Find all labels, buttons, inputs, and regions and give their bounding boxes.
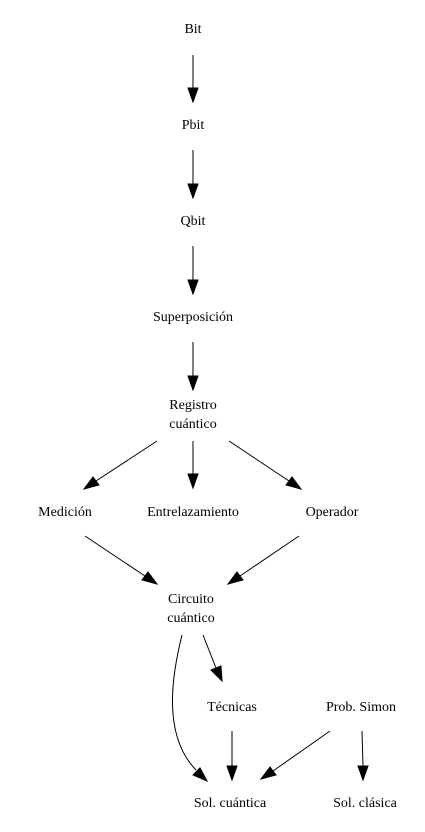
node-circuito-line2: cuántico	[167, 611, 214, 626]
edge-medicion-circuito	[84, 535, 159, 585]
node-sol-cuantica: Sol. cuántica	[194, 796, 267, 811]
edge-registro-operador	[228, 440, 303, 490]
node-prob-simon: Prob. Simon	[326, 700, 396, 715]
edge-circuito-tecnicas	[202, 634, 223, 683]
edge-tecnicas-sol-cuantica	[226, 731, 238, 782]
node-superposicion: Superposición	[153, 310, 233, 325]
edge-operador-circuito	[226, 535, 300, 585]
edge-prob-simon-sol-clasica	[357, 730, 369, 782]
nodes: Bit Pbit Qbit Superposición Registro cuá…	[38, 22, 397, 811]
edge-registro-medicion	[82, 440, 158, 490]
edge-registro-entrelazamiento	[187, 441, 199, 490]
edge-prob-simon-sol-cuantica	[259, 730, 331, 780]
node-registro-line1: Registro	[169, 398, 216, 413]
node-tecnicas: Técnicas	[207, 700, 257, 715]
node-qbit: Qbit	[181, 214, 206, 229]
edge-superposicion-registro	[187, 342, 199, 392]
edge-circuito-sol-cuantica	[171, 634, 209, 783]
edge-qbit-superposicion	[187, 246, 199, 296]
node-operador: Operador	[306, 505, 359, 520]
edge-bit-pbit	[187, 55, 199, 104]
node-circuito-line1: Circuito	[168, 592, 214, 607]
node-sol-clasica: Sol. clásica	[333, 796, 398, 811]
edges	[82, 55, 369, 783]
edge-pbit-qbit	[187, 150, 199, 200]
node-pbit: Pbit	[182, 118, 205, 133]
node-entrelazamiento: Entrelazamiento	[147, 505, 239, 520]
node-bit: Bit	[184, 22, 201, 37]
node-registro-line2: cuántico	[169, 417, 216, 432]
node-medicion: Medición	[38, 505, 92, 520]
